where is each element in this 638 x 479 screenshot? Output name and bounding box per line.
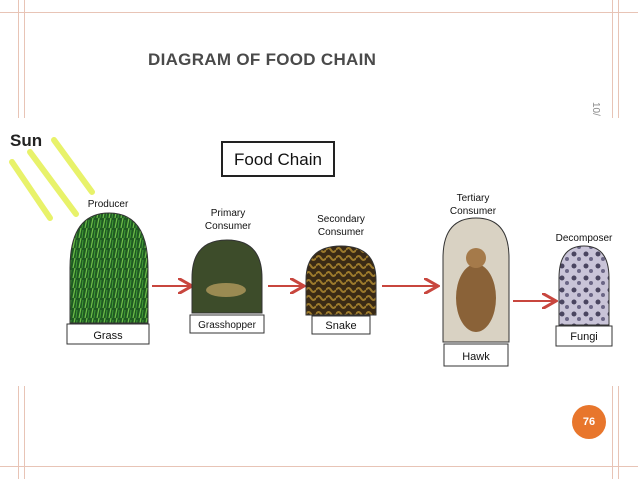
slide-title: Diagram of Food Chain bbox=[148, 50, 377, 69]
grass-image bbox=[69, 212, 149, 324]
sun-label: Sun bbox=[10, 131, 42, 150]
grasshopper-body bbox=[206, 283, 246, 297]
chain-title-box bbox=[221, 141, 335, 177]
grasshopper-image bbox=[191, 239, 263, 314]
role-decomposer: Decomposer bbox=[556, 233, 613, 244]
page-number-badge: 76 bbox=[572, 405, 606, 439]
frame-line-top bbox=[0, 12, 638, 13]
organism-hawk: Hawk bbox=[462, 351, 490, 363]
organism-box-grass bbox=[66, 323, 150, 345]
hawk-head bbox=[466, 248, 486, 268]
organism-box-fungi bbox=[555, 325, 613, 347]
organism-grasshopper: Grasshopper bbox=[198, 320, 256, 331]
organism-grass: Grass bbox=[93, 330, 123, 342]
organism-snake: Snake bbox=[325, 320, 356, 332]
snake-image bbox=[305, 245, 377, 316]
chain-title: Food Chain bbox=[234, 150, 322, 169]
organism-box-grasshopper bbox=[189, 314, 265, 334]
organism-box-hawk bbox=[443, 343, 509, 367]
role-producer: Producer bbox=[88, 199, 129, 210]
organism-box-snake bbox=[311, 315, 371, 335]
frame-line-bottom bbox=[0, 466, 638, 467]
fungi-image bbox=[558, 245, 610, 326]
hawk-body bbox=[456, 264, 496, 332]
sun-rays bbox=[9, 137, 95, 221]
organism-fungi: Fungi bbox=[570, 331, 598, 343]
